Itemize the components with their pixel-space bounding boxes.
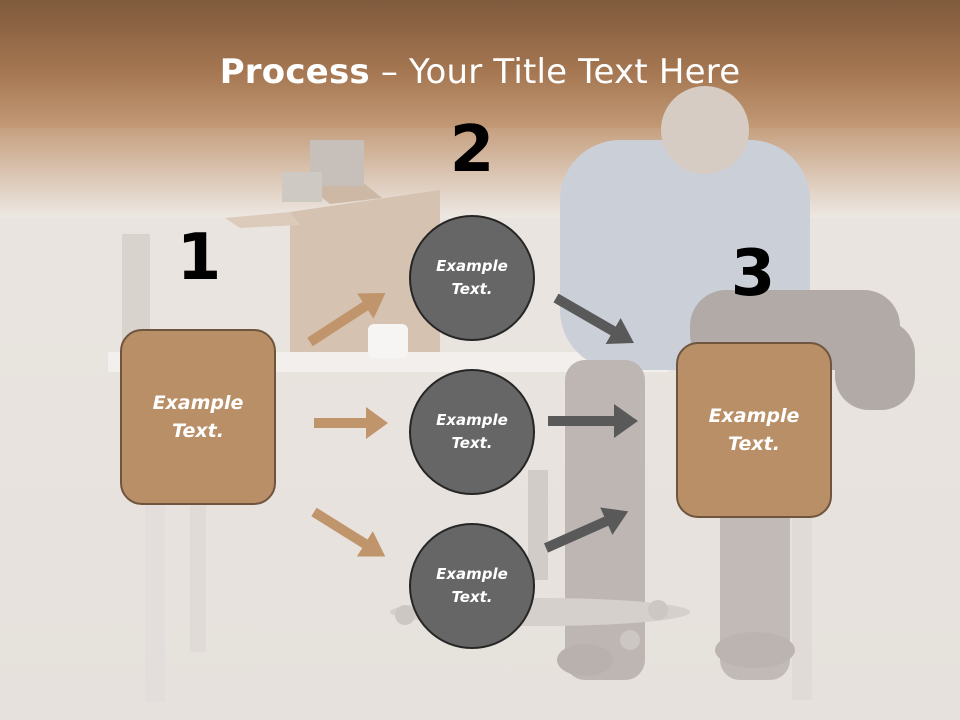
arrow-up-right-gray xyxy=(543,507,629,553)
end-box-label: Example Text. xyxy=(708,404,800,456)
circle-step-middle-label: Example Text. xyxy=(436,410,508,452)
step-number-1: 1 xyxy=(176,221,222,295)
circle-step-top-label: Example Text. xyxy=(436,256,508,298)
title-bold: Process xyxy=(219,52,370,92)
step-number-3: 3 xyxy=(730,237,776,311)
arrow-down-right-tan xyxy=(311,507,386,557)
start-box-label: Example Text. xyxy=(152,391,244,443)
circle-step-top[interactable]: Example Text. xyxy=(409,215,535,341)
arrow-right-tan xyxy=(314,407,388,439)
arrow-right-gray xyxy=(548,404,638,438)
circle-step-bottom[interactable]: Example Text. xyxy=(409,523,535,649)
end-box[interactable]: Example Text. xyxy=(676,342,832,518)
step-number-2: 2 xyxy=(449,113,495,187)
arrow-up-right-tan xyxy=(307,292,386,347)
arrow-down-right-gray xyxy=(553,293,634,344)
circle-step-middle[interactable]: Example Text. xyxy=(409,369,535,495)
start-box[interactable]: Example Text. xyxy=(120,329,276,505)
slide-title: Process – Your Title Text Here xyxy=(0,52,960,92)
title-rest: – Your Title Text Here xyxy=(369,52,741,92)
circle-step-bottom-label: Example Text. xyxy=(436,564,508,606)
